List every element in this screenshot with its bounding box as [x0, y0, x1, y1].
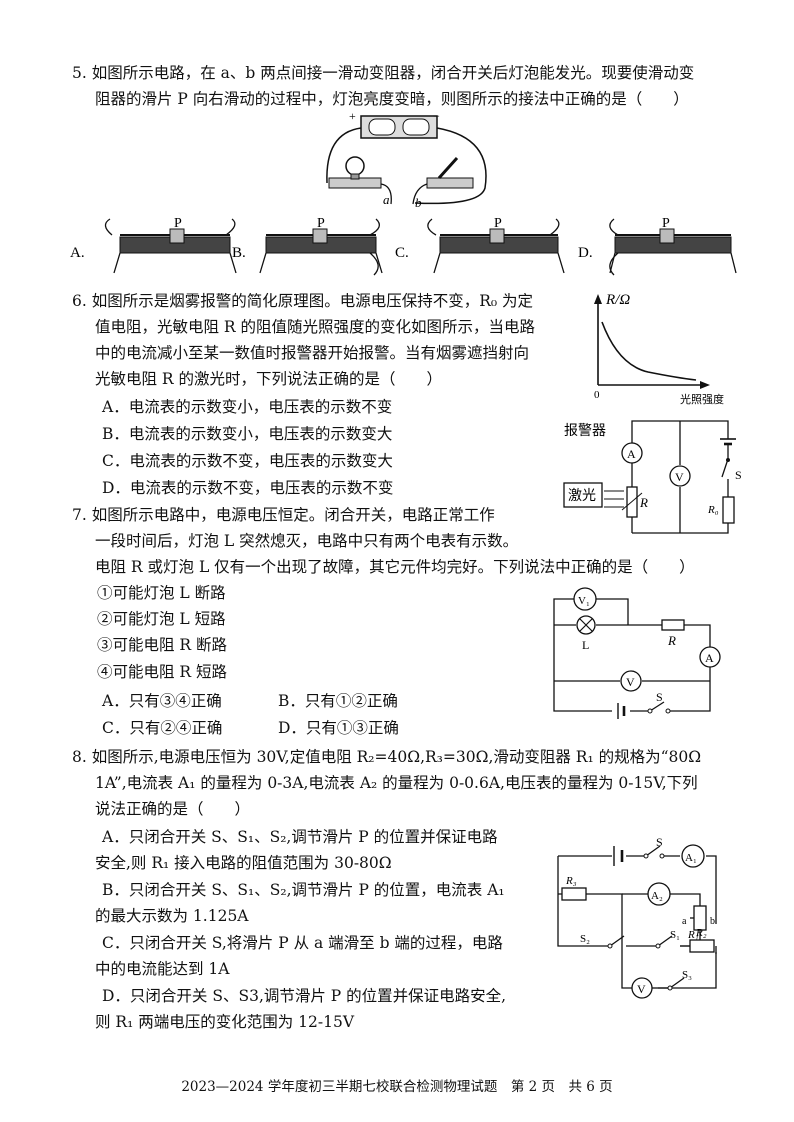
q7-ammeter-label: A [705, 651, 714, 665]
graph-origin: 0 [594, 389, 600, 401]
q8-option-c-cont: 中的电流能达到 1A [95, 960, 230, 978]
battery-plus-label: + [349, 109, 356, 123]
graph-xlabel: 光照强度 [680, 392, 724, 406]
option-d-p: P [662, 216, 670, 231]
lamp-icon [345, 156, 365, 176]
q7-circuit: S L R A V₁ V [553, 587, 721, 719]
q7-v-label: V [626, 675, 635, 689]
q8-s3-label: S₃ [682, 969, 692, 981]
q8-v-label: V [637, 982, 646, 996]
q8-option-d-cont: 则 R₁ 两端电压的变化范围为 12-15V [95, 1013, 355, 1031]
q7-item-3: ③可能电阻 R 断路 [97, 636, 228, 654]
alarm-label: 报警器 [564, 423, 606, 439]
q8-option-b[interactable]: B．只闭合开关 S、S₁、S₂,调节滑片 P 的位置，电流表 A₁ [102, 881, 505, 899]
terminal-a-label: a [383, 192, 390, 207]
q8-option-b-cont: 的最大示数为 1.125A [95, 907, 249, 925]
r-label: R [639, 495, 648, 510]
q8-r1-label: R₁ [687, 929, 699, 941]
option-b-letter: B. [232, 245, 246, 261]
q8-option-d[interactable]: D．只闭合开关 S、S3,调节滑片 P 的位置并保证电路安全, [102, 987, 507, 1005]
option-b-p: P [317, 216, 325, 231]
q7-item-4: ④可能电阻 R 短路 [97, 663, 228, 681]
q7-option-c[interactable]: C．只有②④正确 [102, 719, 223, 737]
q8-b-label: b [710, 916, 715, 927]
q8-s1-label: S₁ [670, 929, 680, 941]
lamp-l-label: L [582, 638, 589, 652]
option-b[interactable]: B. P [232, 216, 383, 276]
option-a-p: P [174, 216, 182, 231]
q6-graph: R/Ω 0 光照强度 [594, 292, 724, 406]
q6-option-c[interactable]: C．电流表的示数不变，电压表的示数变大 [102, 452, 393, 470]
q7-option-d[interactable]: D．只有①③正确 [278, 719, 399, 737]
q5-stem-line2: 阻器的滑片 P 向右滑动的过程中，灯泡亮度变暗，则图所示的接法中正确的是（ ） [95, 90, 689, 108]
q5-stem-line1: 5. 如图所示电路，在 a、b 两点间接一滑动变阻器，闭合开关后灯泡能发光。现要… [72, 64, 695, 82]
ammeter-icon [699, 646, 721, 668]
q7-stem-line2: 一段时间后，灯泡 L 突然熄灭，电路中只有两个电表有示数。 [95, 532, 519, 550]
q8-s2-label: S₂ [580, 933, 590, 945]
voltmeter-icon [669, 465, 691, 487]
switch-s-label: S [735, 468, 742, 482]
ammeter-a2-icon [647, 882, 671, 906]
q6-option-a[interactable]: A．电流表的示数变小，电压表的示数不变 [102, 398, 393, 416]
q8-r2-label: R₂ [695, 927, 707, 939]
q8-r3-label: R₃ [565, 875, 577, 887]
q6-circuit: 报警器 S R₀ A R V 激光 [563, 420, 742, 534]
q7-option-b[interactable]: B．只有①②正确 [278, 692, 398, 710]
q8-stem-line2: 1A”,电流表 A₁ 的量程为 0-3A,电流表 A₂ 的量程为 0-0.6A,… [95, 774, 698, 792]
option-d[interactable]: D. P [578, 216, 737, 276]
switch-icon [437, 156, 459, 180]
q6-stem-line2: 值电阻，光敏电阻 R 的阻值随光照强度的变化如图所示，当电路 [95, 318, 536, 336]
q8-option-c[interactable]: C．只闭合开关 S,将滑片 P 从 a 端滑至 b 端的过程，电路 [102, 934, 503, 952]
ammeter-a1-icon [681, 844, 705, 868]
q8-stem-line3: 说法正确的是（ ） [95, 800, 251, 818]
voltmeter-v1-icon [573, 587, 597, 611]
option-c-p: P [494, 216, 502, 231]
graph-ylabel: R/Ω [605, 292, 630, 308]
q6-option-b[interactable]: B．电流表的示数变小，电压表的示数变大 [102, 425, 393, 443]
laser-label: 激光 [568, 487, 596, 504]
voltmeter-label: V [675, 470, 684, 484]
q7-r-label: R [667, 633, 676, 648]
option-c-letter: C. [395, 245, 409, 261]
q8-circuit: S A₁ R₃ A₂ a b R₁ S₂ S₁ R₂ V S₃ [557, 835, 717, 999]
option-a[interactable]: A. P [70, 216, 237, 274]
option-d-letter: D. [578, 245, 593, 261]
q5-options: A. P B. P C. P D. P [70, 216, 737, 276]
q7-stem-line1: 7. 如图所示电路中，电源电压恒定。闭合开关，电路正常工作 [72, 506, 495, 524]
q6-stem-line4: 光敏电阻 R 的激光时，下列说法正确的是（ ） [95, 370, 443, 388]
option-a-letter: A. [70, 245, 85, 261]
q6-option-d[interactable]: D．电流表的示数不变，电压表的示数不变 [102, 479, 394, 497]
q5-circuit-figure: + − a b [326, 109, 487, 210]
q7-option-a[interactable]: A．只有③④正确 [102, 692, 222, 710]
q6-stem-line3: 中的电流减小至某一数值时报警器开始报警。当有烟雾遮挡射向 [95, 344, 530, 362]
q7-switch-label: S [656, 690, 663, 704]
q8-option-a-cont: 安全,则 R₁ 接入电路的阻值范围为 30-80Ω [95, 854, 392, 872]
ammeter-label: A [627, 447, 636, 461]
q7-item-2: ②可能灯泡 L 短路 [97, 610, 226, 628]
terminal-b-label: b [415, 195, 422, 210]
q7-stem-line3: 电阻 R 或灯泡 L 仅有一个出现了故障，其它元件均完好。下列说法中正确的是（ … [95, 558, 695, 576]
q8-a2-label: A₂ [651, 890, 663, 902]
q8-a-label: a [682, 916, 687, 927]
page-footer: 2023—2024 学年度初三半期七校联合检测物理试题 第 2 页 共 6 页 [181, 1079, 613, 1095]
q7-v1-label: V₁ [578, 595, 590, 607]
q8-stem-line1: 8. 如图所示,电源电压恒为 30V,定值电阻 R₂=40Ω,R₃=30Ω,滑动… [72, 748, 702, 766]
q6-stem-line1: 6. 如图所示是烟雾报警的简化原理图。电源电压保持不变，R₀ 为定 [72, 292, 534, 310]
voltmeter-v-icon [620, 670, 642, 692]
q8-s-label: S [656, 835, 663, 849]
q8-a1-label: A₁ [685, 852, 697, 864]
battery-minus-label: − [433, 109, 440, 123]
q7-item-1: ①可能灯泡 L 断路 [97, 584, 226, 602]
r0-label: R₀ [707, 504, 719, 516]
q8-option-a[interactable]: A．只闭合开关 S、S₁、S₂,调节滑片 P 的位置并保证电路 [102, 828, 498, 846]
option-c[interactable]: C. P [395, 216, 565, 274]
